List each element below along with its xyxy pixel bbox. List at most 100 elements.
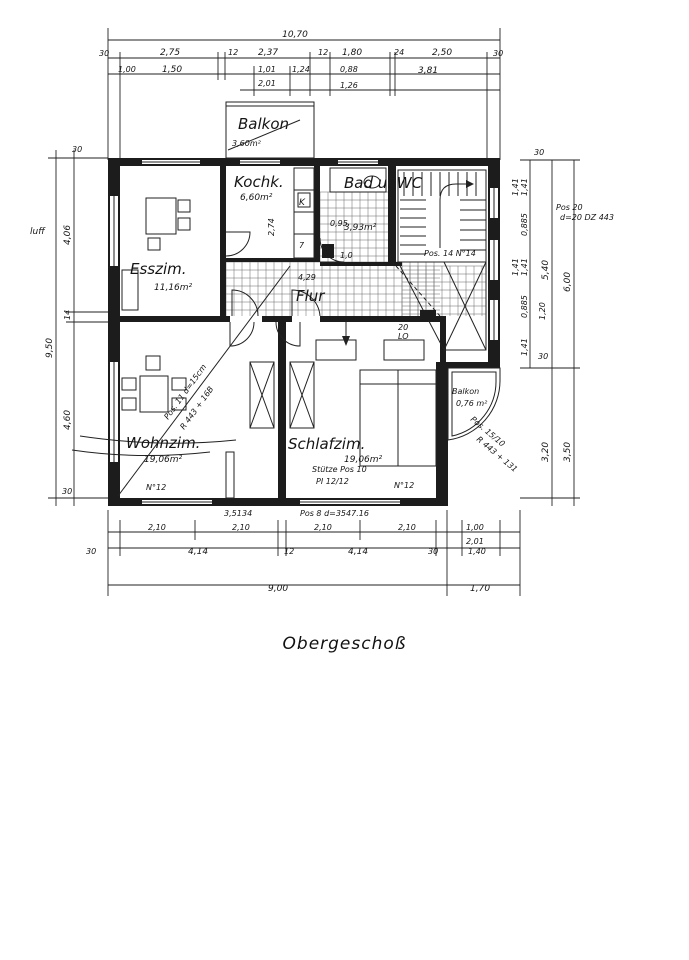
dim-bot-r1-3: 2,10 [398, 523, 416, 532]
dim-top-r1-8: 30 [493, 49, 503, 58]
dim-bot-r2-1: 4,14 [188, 547, 208, 557]
dim-top-r1-6: 24 [394, 48, 404, 57]
balcony-top-label: Balkon [238, 115, 289, 133]
room-labels: Esszim. 11,16m² Flur 4,29 Wohnzim. 19,06… [126, 260, 383, 465]
left-dimensions: 30 4,06 14 9,50 4,60 30 luff [30, 145, 108, 506]
dim-bot-r1b-0: 3,51 [224, 509, 242, 518]
furniture [121, 197, 437, 499]
dim-top-r1-5: 1,80 [342, 48, 362, 58]
dim-left-top30: 30 [72, 145, 82, 154]
dim-right-mid30: 30 [538, 352, 548, 361]
dim-right-s4: 1,20 [538, 302, 547, 320]
dim-left-lower: 4,60 [63, 410, 73, 430]
dim-right-inner1: 1,41 [511, 178, 520, 196]
dim-top-r2-2: 1,01 [258, 65, 276, 74]
dim-bot-right: 1,70 [470, 584, 490, 594]
note-n12-left: N°12 [146, 483, 166, 492]
bath-label: Bad u. WC [344, 174, 423, 192]
dim-top-r1-2: 12 [228, 48, 238, 57]
kitchen-area: 6,60m² [240, 193, 273, 203]
kitchen-k-label: K [299, 198, 306, 208]
dim-right-s5: 0,885 [520, 295, 529, 318]
dim-right-s6: 1,41 [520, 338, 529, 356]
dim-bot-r1b-2: 2,01 [466, 537, 484, 546]
note-stuetze: Stütze Pos 10 [312, 465, 367, 474]
dim-bot-r2-3: 4,14 [348, 547, 368, 557]
wohnzim-area: 19,06m² [144, 455, 183, 465]
beam-pos11: Pos. 11 d=15cm [162, 362, 208, 421]
dim-right-top30: 30 [534, 148, 544, 157]
pos20-detail: d=20 DZ 443 [560, 213, 614, 222]
dim-top-r2-3: 1,24 [292, 65, 310, 74]
margin-note: luff [30, 227, 46, 237]
dim-right-lower-inner: 3,20 [541, 442, 551, 462]
bath-fixtures: Bad u. WC 3,93m² 0,95 1,0 [322, 167, 423, 260]
dim-top-r3-1: 1,26 [340, 81, 358, 90]
note-pos8: Pos 8 d=3547.16 [300, 509, 369, 518]
kitchen-label: Kochk. [234, 173, 284, 191]
dim-left-total: 9,50 [45, 338, 55, 358]
bath-area: 3,93m² [344, 223, 377, 233]
dim-overall-width: 10,70 [282, 30, 308, 40]
dim-left-mid: 14 [63, 310, 72, 320]
dim-right-upper: 5,40 [541, 260, 551, 280]
dim-bot-r1b-1: 34 [242, 509, 252, 518]
staircase [397, 169, 487, 351]
balcony-side: Balkon 0,76 m² Pos. 15/10 R 443 + 131 [447, 367, 519, 474]
wohnzim-label: Wohnzim. [126, 434, 200, 452]
balcony-side-label: Balkon [452, 387, 479, 396]
dim-bot-r2-0: 30 [86, 547, 96, 556]
dim-top-r3-0: 2,01 [258, 79, 276, 88]
interior-walls [120, 166, 446, 498]
dim-top-r2-5: 3,81 [418, 66, 438, 76]
dim-bot-r1-1: 2,10 [232, 523, 250, 532]
dim-left-bottom30: 30 [62, 487, 72, 496]
top-dimensions: 10,70 30 2,75 12 2,37 12 1,80 24 2,50 30… [99, 28, 503, 160]
note-lo: LO [398, 332, 409, 341]
schlafzim-area: 19,06m² [344, 455, 383, 465]
dim-top-r2-0: 1,00 [118, 65, 136, 74]
door-swings [225, 231, 345, 347]
dim-bot-r2-5: 1,40 [468, 547, 486, 556]
balcony-side-area: 0,76 m² [456, 399, 488, 408]
dim-top-r1-4: 12 [318, 48, 328, 57]
dim-top-r2-1: 1,50 [162, 65, 182, 75]
dim-top-r1-1: 2,75 [160, 48, 180, 58]
dim-top-r1-3: 2,37 [258, 48, 278, 58]
bath-dim2: 1,0 [340, 251, 353, 260]
kitchen-fridge-label: 7 [299, 241, 305, 250]
dim-bot-r1-2: 2,10 [314, 523, 332, 532]
flur-area: 4,29 [298, 273, 316, 282]
exterior-walls [108, 158, 500, 506]
dim-right-s1: 1,41 [520, 178, 529, 196]
dim-right-s2: 0,885 [520, 213, 529, 236]
bath-dim: 0,95 [330, 219, 348, 228]
esszim-area: 11,16m² [154, 283, 193, 293]
dim-bot-overall: 9,00 [268, 584, 288, 594]
dim-left-upper: 4,06 [63, 225, 73, 245]
bottom-dimensions: 2,10 2,10 2,10 2,10 1,00 3,51 34 2,01 30… [86, 509, 521, 596]
dim-top-r1-0: 30 [99, 49, 109, 58]
note-pi: PI 12/12 [316, 477, 349, 486]
note-20: 20 [398, 323, 408, 332]
dim-right-lower: 3,50 [563, 442, 573, 462]
dim-bot-r2-2: 12 [284, 547, 294, 556]
balcony-top-area: 3,60m² [232, 139, 262, 148]
plan-caption: Obergeschoß [282, 634, 407, 654]
dim-right-total: 6,00 [563, 272, 573, 292]
flur-label: Flur [296, 287, 325, 305]
dim-bot-r1-4: 1,00 [466, 523, 484, 532]
note-n12-right: N°12 [394, 481, 414, 490]
right-dimensions: 30 1,41 0,885 1,41 1,20 0,885 1,41 5,40 … [511, 148, 614, 506]
dim-bot-r1-0: 2,10 [148, 523, 166, 532]
stair-pos14: Pos. 14 N°14 [424, 249, 476, 258]
dim-bot-r2-4: 30 [428, 547, 438, 556]
dim-top-r1-7: 2,50 [432, 48, 452, 58]
dim-right-inner2: 1,41 [511, 258, 520, 276]
dim-top-r2-4: 0,88 [340, 65, 358, 74]
dim-right-s3: 1,41 [520, 258, 529, 276]
pos20-label: Pos 20 [556, 203, 583, 212]
balcony-top: Balkon 3,60m² [225, 101, 315, 159]
kitchen-fixtures: K 7 Kochk. 6,60m² 2,74 [234, 167, 315, 259]
